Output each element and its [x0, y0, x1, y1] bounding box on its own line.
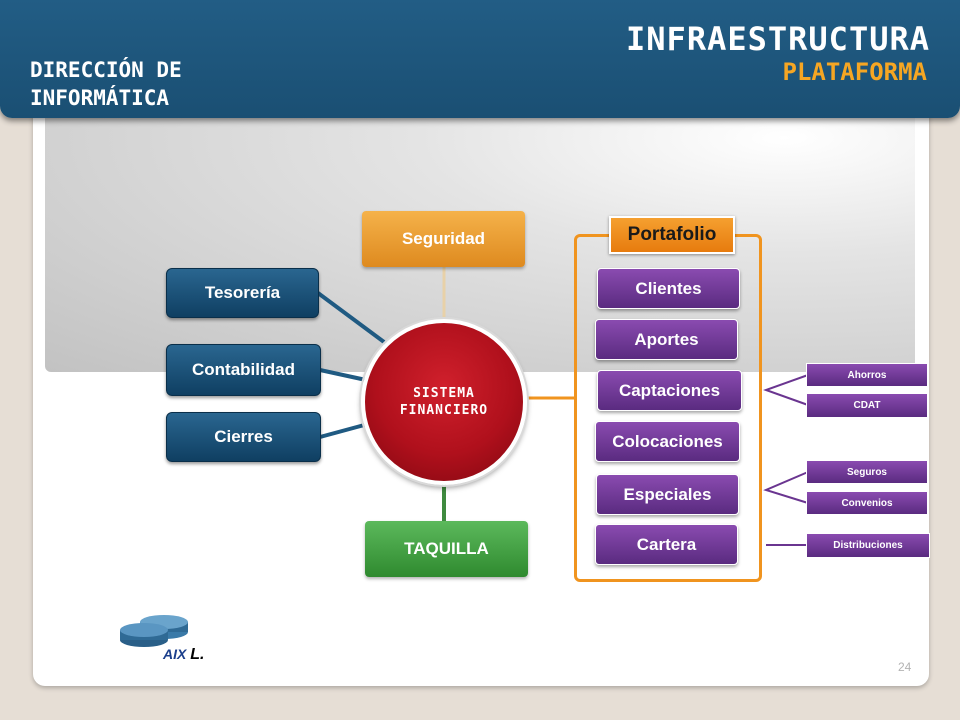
slide-subtitle: PLATAFORMA	[782, 58, 928, 86]
portfolio-item-captaciones: Captaciones	[597, 370, 742, 411]
sub-item-cdat: CDAT	[806, 393, 928, 418]
aix-logo: AIX L.	[163, 646, 204, 664]
seguridad-node: Seguridad	[362, 211, 525, 267]
header-bar: DIRECCIÓN DE INFORMÁTICA INFRAESTRUCTURA…	[0, 0, 960, 118]
portfolio-item-colocaciones: Colocaciones	[595, 421, 740, 462]
portfolio-item-clientes: Clientes	[597, 268, 740, 309]
center-line-1: SISTEMA	[413, 386, 475, 401]
portfolio-item-aportes: Aportes	[595, 319, 738, 360]
sub-item-ahorros: Ahorros	[806, 363, 928, 387]
tesoreria-node: Tesorería	[166, 268, 319, 318]
sistema-financiero-node: SISTEMA FINANCIERO	[361, 319, 527, 485]
database-icon	[120, 615, 188, 647]
cierres-node: Cierres	[166, 412, 321, 462]
page-number: 24	[898, 660, 912, 674]
sub-item-convenios: Convenios	[806, 491, 928, 515]
portfolio-item-especiales: Especiales	[596, 474, 739, 515]
portfolio-label: Portafolio	[609, 216, 735, 254]
slide-title: INFRAESTRUCTURA	[626, 20, 930, 58]
logo-text: AIX	[163, 646, 187, 662]
taquilla-node: TAQUILLA	[365, 521, 528, 577]
center-line-2: FINANCIERO	[399, 403, 489, 418]
contabilidad-node: Contabilidad	[166, 344, 321, 396]
sub-item-distribuciones: Distribuciones	[806, 533, 930, 558]
portfolio-item-cartera: Cartera	[595, 524, 738, 565]
logo-suffix: L.	[190, 646, 205, 663]
sub-item-seguros: Seguros	[806, 460, 928, 484]
department-title: DIRECCIÓN DE INFORMÁTICA	[30, 58, 182, 110]
